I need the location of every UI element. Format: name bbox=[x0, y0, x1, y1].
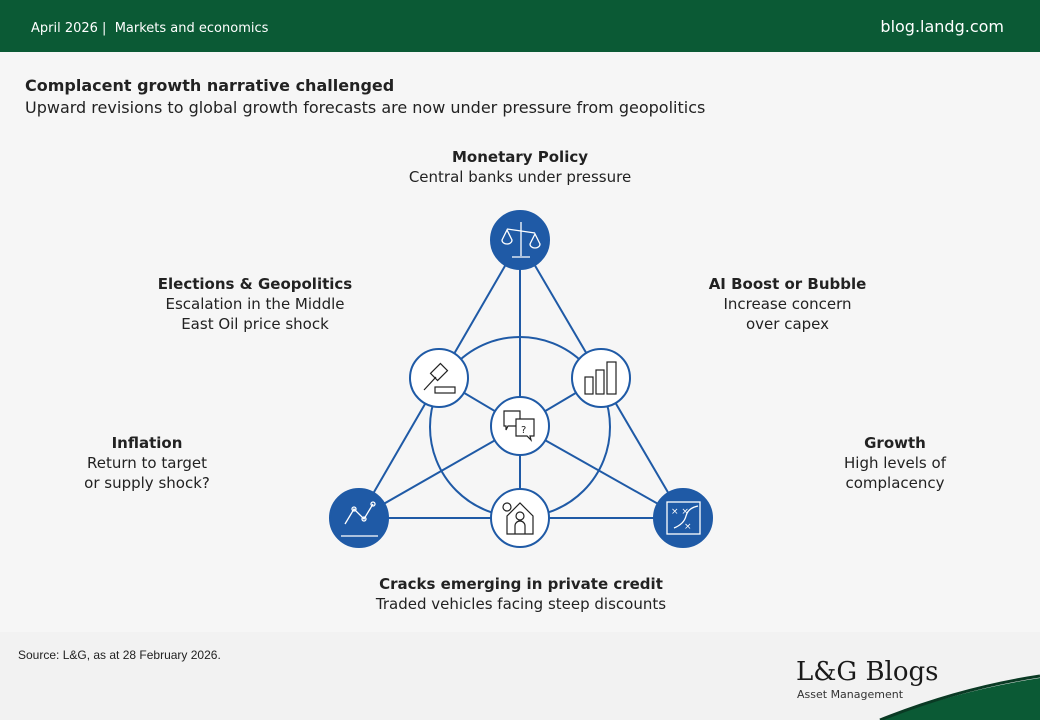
header-bar: April 2026 | Markets and economics blog.… bbox=[0, 0, 1040, 52]
gavel-icon bbox=[423, 362, 456, 394]
bar-chart-icon bbox=[584, 361, 617, 395]
edge bbox=[358, 425, 521, 519]
chart-subtitle: Upward revisions to global growth foreca… bbox=[25, 98, 706, 117]
logo-tagline: Asset Management bbox=[797, 688, 904, 701]
header-date: April 2026 | Markets and economics bbox=[31, 21, 269, 36]
node-ai bbox=[571, 348, 631, 408]
node-credit bbox=[490, 488, 550, 548]
strategy-board-icon: × × × bbox=[666, 501, 701, 535]
scales-icon bbox=[501, 222, 541, 258]
source-note: Source: L&G, as at 28 February 2026. bbox=[18, 648, 221, 662]
logo: L&G Blogs bbox=[796, 657, 939, 687]
svg-text:×: × bbox=[684, 522, 692, 532]
site-link[interactable]: blog.landg.com bbox=[880, 17, 1004, 36]
node-inflation bbox=[329, 488, 389, 548]
svg-text:?: ? bbox=[521, 425, 526, 436]
node-growth bbox=[653, 488, 713, 548]
footer bbox=[0, 632, 1040, 720]
footer-swoosh bbox=[880, 678, 1040, 720]
house-icon bbox=[502, 502, 534, 535]
chart-title: Complacent growth narrative challenged bbox=[25, 76, 395, 95]
line-chart-icon bbox=[341, 501, 378, 537]
node-monetary bbox=[490, 210, 550, 270]
question-bubbles-icon: ? bbox=[503, 410, 535, 442]
svg-text:× ×: × × bbox=[671, 507, 689, 517]
edge bbox=[519, 425, 684, 519]
node-elections bbox=[409, 348, 469, 408]
